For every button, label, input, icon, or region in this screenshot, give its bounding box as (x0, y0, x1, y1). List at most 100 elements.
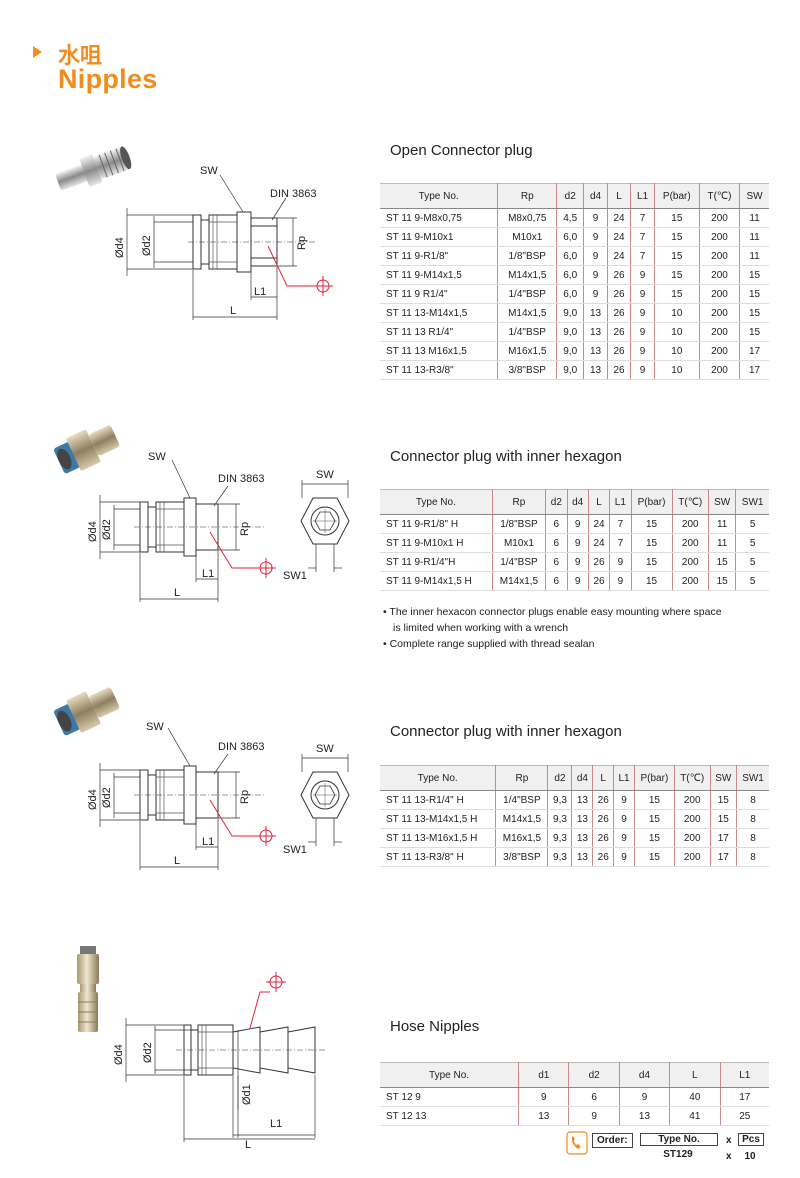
table-cell: 200 (699, 265, 741, 285)
table-cell: 13 (583, 322, 608, 342)
table-cell: 11 (739, 227, 769, 247)
label-sw-2: SW (148, 451, 166, 463)
order-type-header: Type No. (640, 1133, 718, 1146)
table-cell: 200 (699, 227, 741, 247)
table-cell: 1/4"BSP (497, 284, 558, 304)
phone-icon (566, 1131, 588, 1155)
table-cell: 10 (654, 322, 700, 342)
inner-hex-photo-2 (54, 687, 120, 736)
section-title-inner-hex-2: Connector plug with inner hexagon (390, 723, 622, 740)
column-header: SW1 (736, 765, 769, 791)
type-no-cell: ST 11 13 R1/4" (380, 322, 499, 342)
type-no-cell: ST 11 9-M8x0,75 (380, 208, 499, 228)
table-cell: M14x1,5 (495, 809, 549, 829)
table-cell: 15 (631, 533, 673, 553)
table-cell: 5 (735, 533, 769, 553)
table-cell: 200 (699, 322, 741, 342)
column-header: SW (739, 183, 769, 209)
label-l-4: L (245, 1139, 251, 1150)
type-no-cell: ST 11 9-M14x1,5 (380, 265, 499, 285)
column-header: Rp (495, 765, 549, 791)
page-title-en: Nipples (58, 64, 158, 94)
column-header: d2 (556, 183, 585, 209)
table-cell: 9 (567, 552, 589, 572)
table-cell: 1/4"BSP (497, 322, 558, 342)
table-cell: 26 (592, 790, 615, 810)
table-cell: M14x1,5 (497, 303, 558, 323)
table-cell: 15 (708, 571, 737, 591)
table-cell: M16x1,5 (495, 828, 549, 848)
column-header: P(bar) (631, 489, 673, 515)
table-cell: 15 (739, 303, 769, 323)
label-sw: SW (200, 165, 218, 177)
inner-hex-notes: • The inner hexacon connector plugs enab… (383, 604, 722, 652)
table-cell: 15 (634, 828, 675, 848)
table-cell: 17 (720, 1087, 769, 1107)
label-d2: Ød2 (141, 235, 153, 256)
column-header: SW1 (735, 489, 769, 515)
type-no-cell: ST 11 13 M16x1,5 (380, 341, 499, 361)
section-title-inner-hex-1: Connector plug with inner hexagon (390, 448, 622, 465)
column-header: P(bar) (654, 183, 700, 209)
order-pcs-header: Pcs (738, 1133, 764, 1146)
column-header: L1 (630, 183, 655, 209)
column-header: L (588, 489, 611, 515)
table-cell: 9 (583, 208, 608, 228)
table-cell: 9 (619, 1087, 671, 1107)
table-cell: 15 (634, 790, 675, 810)
table-cell: 200 (674, 828, 711, 848)
table-cell: 9 (609, 552, 632, 572)
table-cell: 13 (583, 303, 608, 323)
table-cell: 26 (588, 571, 611, 591)
table-cell: 7 (630, 208, 655, 228)
table-cell: 9,0 (556, 322, 585, 342)
table-cell: 13 (571, 809, 594, 829)
table-cell: 200 (672, 571, 710, 591)
table-cell: 200 (674, 809, 711, 829)
order-example: Order: Type No. ST129 x Pcs x 10 (566, 1131, 766, 1167)
table-cell: 17 (739, 341, 769, 361)
table-cell: 200 (672, 552, 710, 572)
table-cell: 9,0 (556, 303, 585, 323)
hex-end-view-2: SW SW1 (283, 743, 350, 856)
inner-hex-photo-1 (54, 425, 120, 474)
type-no-cell: ST 11 13-R3/8" (380, 360, 499, 380)
table-cell: 9 (613, 790, 635, 810)
column-header: d4 (619, 1062, 671, 1088)
table-cell: 17 (739, 360, 769, 380)
table-cell: 3/8"BSP (497, 360, 558, 380)
table-cell: 13 (571, 847, 594, 867)
label-din-2: DIN 3863 (218, 473, 264, 485)
table-cell: 15 (654, 246, 700, 266)
table-cell: 15 (710, 790, 738, 810)
table-cell: 4,5 (556, 208, 585, 228)
table-cell: 9 (583, 227, 608, 247)
label-sw1-2: SW1 (283, 844, 307, 856)
table-cell: 26 (607, 322, 632, 342)
label-rp-3: Rp (239, 790, 251, 804)
table-cell: 15 (634, 809, 675, 829)
table-cell: 9 (583, 246, 608, 266)
type-no-cell: ST 11 13-M14x1,5 H (380, 809, 497, 829)
table-cell: 13 (518, 1106, 570, 1126)
table-cell: 9 (568, 1106, 620, 1126)
column-header: L1 (613, 765, 635, 791)
table-cell: M14x1,5 (497, 265, 558, 285)
table-cell: 200 (672, 514, 710, 534)
column-header: L (607, 183, 632, 209)
table-cell: 6,0 (556, 227, 585, 247)
table-cell: 1/4"BSP (492, 552, 547, 572)
type-no-cell: ST 11 13-R3/8" H (380, 847, 497, 867)
table-cell: 6 (545, 514, 568, 534)
table-cell: 24 (607, 208, 632, 228)
label-l-3: L (174, 855, 180, 867)
table-cell: 13 (583, 360, 608, 380)
